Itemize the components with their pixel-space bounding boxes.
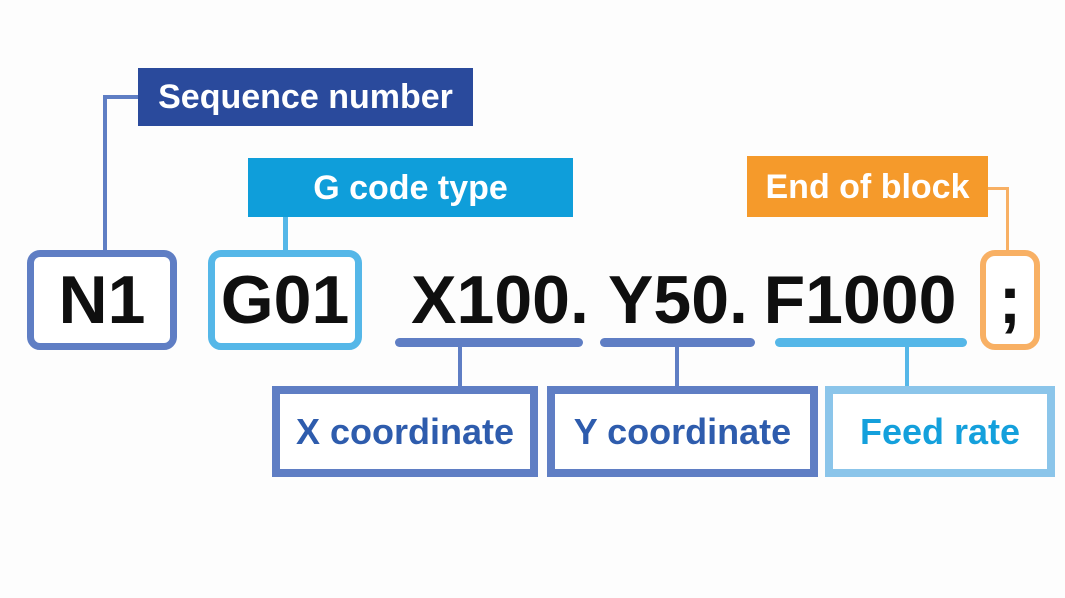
code-x-word-text: X100. (411, 262, 589, 338)
connector-endblock-vertical (1006, 187, 1009, 252)
code-sequence-number-box: N1 (27, 250, 177, 350)
underline-y-word (600, 338, 755, 347)
sequence-number-label: Sequence number (138, 68, 473, 126)
feed-rate-label-text: Feed rate (859, 410, 1021, 452)
underline-f-word (775, 338, 967, 347)
g-code-type-label-text: G code type (313, 168, 508, 207)
code-gcode-box: G01 (208, 250, 362, 350)
code-x-word: X100. (400, 250, 600, 350)
connector-ycoord-vertical (675, 346, 679, 387)
y-coordinate-label-text: Y coordinate (573, 410, 792, 452)
end-of-block-label: End of block (747, 156, 988, 217)
feed-rate-label: Feed rate (825, 386, 1055, 477)
code-gcode-text: G01 (220, 262, 350, 338)
end-of-block-label-text: End of block (765, 167, 970, 206)
x-coordinate-label-text: X coordinate (295, 410, 515, 452)
code-y-word: Y50. (600, 250, 756, 350)
x-coordinate-label: X coordinate (272, 386, 538, 477)
code-f-word: F1000 (760, 250, 960, 350)
connector-feedrate-vertical (905, 346, 909, 387)
connector-xcoord-vertical (458, 346, 462, 387)
code-y-word-text: Y50. (608, 262, 748, 338)
code-end-of-block-box: ; (980, 250, 1040, 350)
code-sequence-number-text: N1 (58, 262, 146, 338)
y-coordinate-label: Y coordinate (547, 386, 818, 477)
code-f-word-text: F1000 (763, 262, 957, 338)
connector-sequence-vertical (103, 95, 107, 252)
connector-gcode-vertical (283, 217, 288, 252)
code-end-of-block-text: ; (998, 262, 1022, 338)
connector-endblock-horizontal (986, 187, 1009, 190)
sequence-number-label-text: Sequence number (158, 78, 453, 116)
g-code-type-label: G code type (248, 158, 573, 217)
connector-sequence-horizontal (103, 95, 140, 99)
underline-x-word (395, 338, 583, 347)
